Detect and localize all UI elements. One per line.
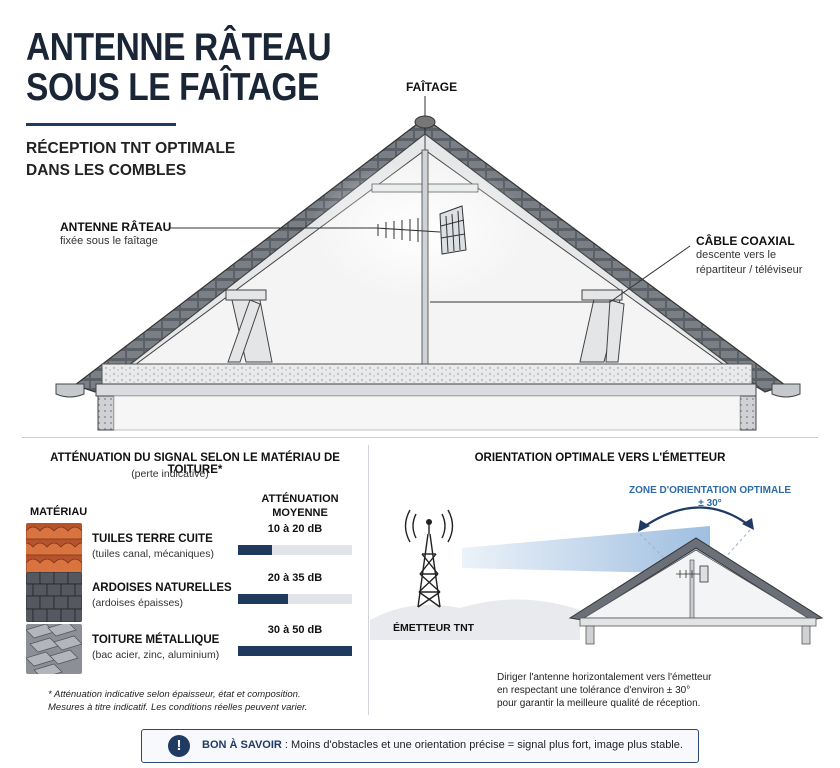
material-name: TUILES TERRE CUITE [92,533,213,545]
exclamation-icon: ! [168,735,190,757]
attenuation-bar-fill [238,594,289,604]
footnote-line2: Mesures à titre indicatif. Les condition… [48,702,308,713]
attenuation-bar [238,594,352,604]
attenuation-footnote: * Atténuation indicative selon épaisseur… [48,688,307,714]
material-detail: (tuiles canal, mécaniques) [92,548,214,560]
material-column-header: MATÉRIAU [30,506,88,518]
attenuation-range: 10 à 20 dB [267,523,323,535]
section-divider [22,437,818,438]
ceiling-insulation [101,363,753,385]
orientation-note-line2: en respectant une tolérance d'environ ± … [497,685,691,696]
antenna-mast [421,149,429,401]
faitage-label: FAÎTAGE [406,80,458,94]
page-subtitle-line1: RÉCEPTION TNT OPTIMALE [26,140,236,157]
tip-message: : Moins d'obstacles et une orientation p… [281,739,683,751]
attenuation-range: 30 à 50 dB [267,624,323,636]
rake-antenna-icon [375,205,467,255]
attenuation-header-line1: ATTÉNUATION [261,493,339,505]
material-row-slate: ARDOISES NATURELLES (ardoises épaisses) … [26,572,356,622]
page-title: ANTENNE RÂTEAU SOUS LE FAÎTAGE [26,26,332,109]
cable-callout-line [609,245,691,303]
room-ceiling [113,395,741,431]
truss-brace-left [225,289,273,363]
zone-label-line1: ZONE D'ORIENTATION OPTIMALE [628,485,791,496]
terracotta-tiles-icon [26,523,82,573]
material-name: ARDOISES NATURELLES [92,582,232,594]
attenuation-column-header: ATTÉNUATION MOYENNE [255,492,345,520]
antenna-label-detail: fixée sous le faîtage [60,235,158,247]
cable-label: CÂBLE COAXIAL descente vers le répartite… [696,234,802,278]
column-divider [368,445,369,715]
truss-brace-right [579,289,625,363]
antenna-label-title: ANTENNE RÂTEAU [60,220,172,234]
gutter-right [771,383,801,398]
gutter-left [55,383,85,398]
attenuation-bar [238,545,352,555]
antenna-label: ANTENNE RÂTEAU fixée sous le faîtage [60,220,171,249]
material-detail: (bac acier, zinc, aluminium) [92,649,220,661]
attenuation-bar-fill [238,545,273,555]
material-name: TOITURE MÉTALLIQUE [92,634,220,646]
tip-text: BON À SAVOIR : Moins d'obstacles et une … [202,739,683,751]
wall-left [97,395,115,431]
signal-beam [462,526,710,574]
attenuation-title: ATTÉNUATION DU SIGNAL SELON LE MATÉRIAU … [50,452,340,476]
slate-tiles-icon [26,572,82,622]
wall-right [739,395,757,431]
orientation-diagram [370,506,824,645]
footnote-line1: * Atténuation indicative selon épaisseur… [48,689,301,700]
attenuation-range: 20 à 35 dB [267,572,323,584]
ceiling-joist [95,383,757,397]
attenuation-bar-fill [238,646,352,656]
zone-label-line2: ± 30° [698,498,722,509]
material-row-terracotta: TUILES TERRE CUITE (tuiles canal, mécani… [26,523,356,573]
orientation-note: Diriger l'antenne horizontalement vers l… [497,671,711,710]
orientation-zone-label: ZONE D'ORIENTATION OPTIMALE ± 30° [620,484,800,510]
tip-box: ! BON À SAVOIR : Moins d'obstacles et un… [141,729,699,763]
attenuation-subtitle: (perte indicative) [131,468,209,480]
page-subtitle: RÉCEPTION TNT OPTIMALE DANS LES COMBLES [26,138,235,182]
tv-tower-icon [404,509,454,608]
title-underline [26,123,176,126]
metal-roof-icon [26,624,82,674]
attenuation-header-line2: MOYENNE [272,507,328,519]
page-title-line1: ANTENNE RÂTEAU [26,26,332,69]
cable-label-detail-line2: répartiteur / téléviseur [696,264,803,276]
cable-label-detail-line1: descente vers le [696,249,777,261]
orientation-zone-arc [641,506,751,529]
hills [370,599,580,640]
material-detail: (ardoises épaisses) [92,597,184,609]
page-title-line2: SOUS LE FAÎTAGE [26,66,319,109]
page-subtitle-line2: DANS LES COMBLES [26,162,187,179]
attenuation-bar [238,646,352,656]
tip-label: BON À SAVOIR [202,739,282,751]
emitter-label: ÉMETTEUR TNT [393,622,475,634]
ridge-cap [414,115,436,129]
cable-label-title: CÂBLE COAXIAL [696,234,795,248]
orientation-title: ORIENTATION OPTIMALE VERS L'ÉMETTEUR [474,452,726,464]
material-row-metal: TOITURE MÉTALLIQUE (bac acier, zinc, alu… [26,624,356,674]
orientation-note-line3: pour garantir la meilleure qualité de ré… [497,698,701,709]
orientation-note-line1: Diriger l'antenne horizontalement vers l… [497,672,712,683]
roof-cross-section-diagram [55,96,801,431]
